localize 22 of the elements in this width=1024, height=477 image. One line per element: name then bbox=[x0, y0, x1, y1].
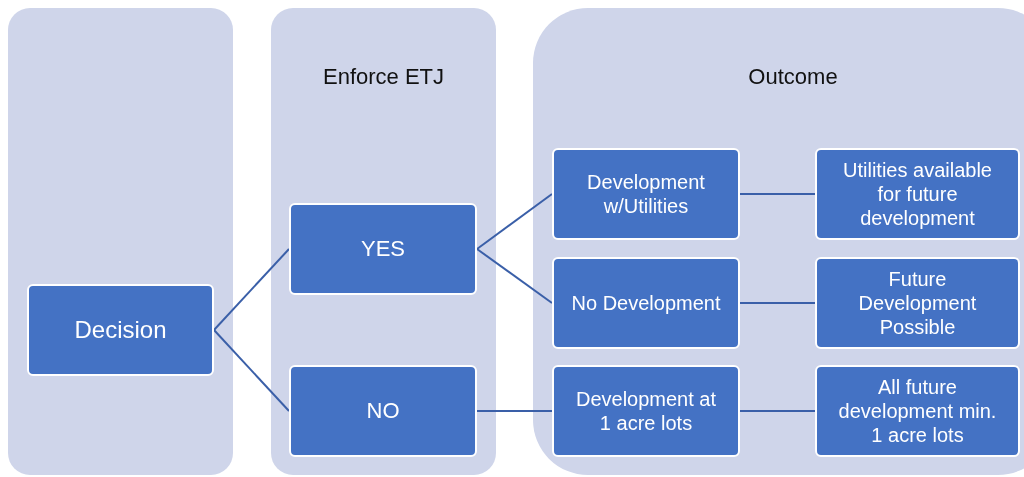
process-box: Development at 1 acre lots bbox=[552, 365, 740, 457]
column-band bbox=[533, 8, 1024, 475]
process-box: YES bbox=[289, 203, 477, 295]
process-box: Development w/Utilities bbox=[552, 148, 740, 240]
process-box: Decision bbox=[27, 284, 214, 376]
process-box: Future Development Possible bbox=[815, 257, 1020, 349]
connector-line bbox=[213, 329, 290, 412]
column-band bbox=[271, 8, 496, 475]
column-heading: Enforce ETJ bbox=[321, 64, 445, 90]
column-band bbox=[8, 8, 233, 475]
connector-line bbox=[739, 193, 816, 195]
process-box: No Development bbox=[552, 257, 740, 349]
process-box: All future development min. 1 acre lots bbox=[815, 365, 1020, 457]
connector-line bbox=[476, 193, 553, 250]
connector-line bbox=[739, 302, 816, 304]
column-heading: Outcome bbox=[747, 64, 839, 90]
process-box: NO bbox=[289, 365, 477, 457]
process-box: Utilities available for future development bbox=[815, 148, 1020, 240]
connector-line bbox=[739, 410, 816, 412]
connector-line bbox=[213, 248, 290, 331]
connector-line bbox=[476, 410, 553, 412]
connector-line bbox=[476, 248, 553, 304]
